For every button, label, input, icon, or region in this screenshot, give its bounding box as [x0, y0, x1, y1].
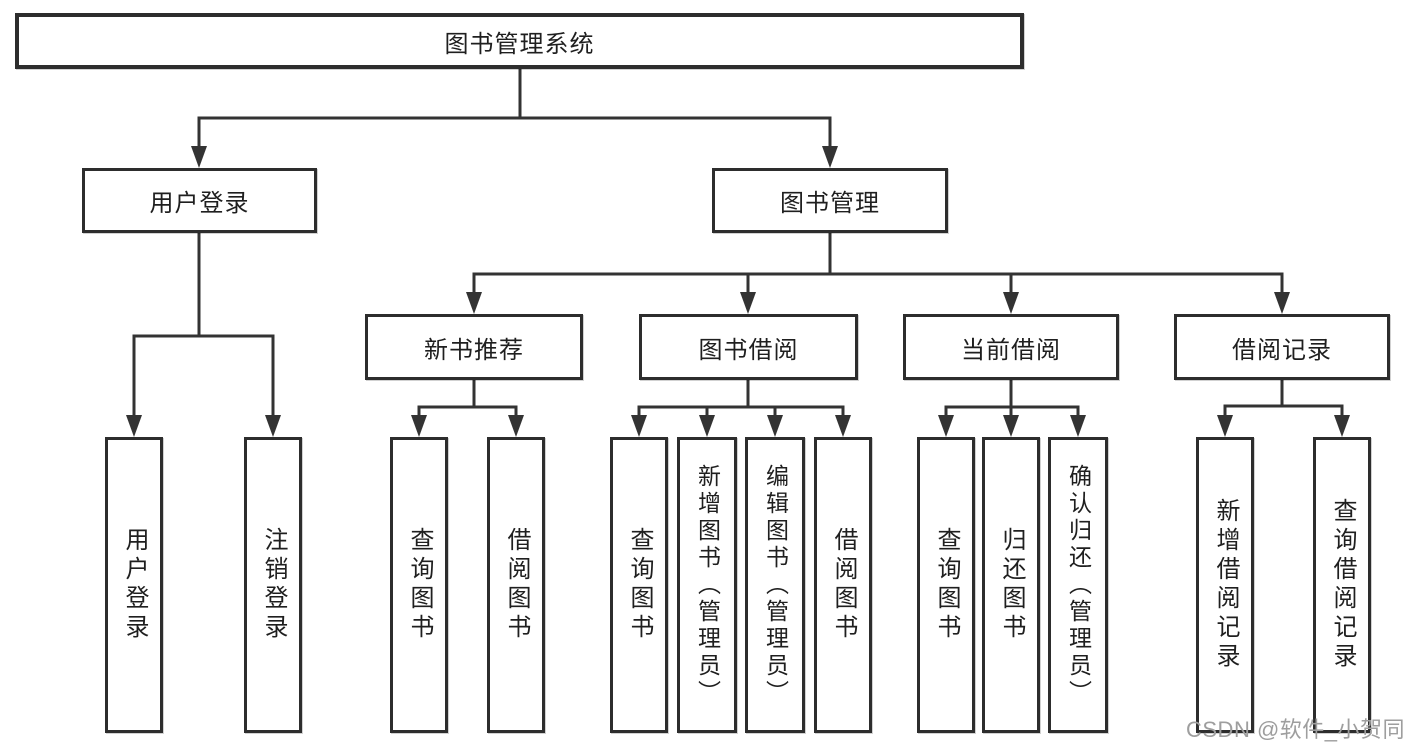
node-user-login: 用户登录: [82, 168, 317, 233]
leaf-bb-add-book-admin: 新增图书（管理员）: [677, 437, 737, 733]
leaf-br-add-record: 新增借阅记录: [1196, 437, 1254, 733]
leaf-label: 查询图书: [406, 527, 433, 643]
leaf-cb-query-books: 查询图书: [917, 437, 975, 733]
node-book-management: 图书管理: [712, 168, 948, 233]
connector-current-group: [938, 378, 1086, 437]
connector-borrowing-group: [631, 378, 851, 437]
leaf-label: 归还图书: [998, 527, 1025, 643]
leaf-label: 注销登录: [260, 527, 287, 643]
leaf-label: 借阅图书: [830, 527, 857, 643]
watermark: CSDN @软件_小贺同学: [1186, 717, 1405, 742]
connector-book-mgmt-to-level3: [466, 231, 1290, 314]
leaf-bb-edit-book-admin: 编辑图书（管理员）: [745, 437, 805, 733]
leaf-label: 编辑图书（管理员）: [762, 463, 789, 707]
connector-root-to-level2: [191, 67, 838, 168]
leaf-label: 查询借阅记录: [1329, 498, 1356, 672]
leaf-nb-query-books: 查询图书: [390, 437, 448, 733]
leaf-label: 新增借阅记录: [1212, 498, 1239, 672]
leaf-bb-query-books: 查询图书: [610, 437, 668, 733]
node-current-borrowing: 当前借阅: [903, 314, 1119, 380]
leaf-label: 借阅图书: [503, 527, 530, 643]
connector-user-login-group: [126, 231, 281, 437]
leaf-br-query-record: 查询借阅记录: [1313, 437, 1371, 733]
leaf-logout: 注销登录: [244, 437, 302, 733]
leaf-label: 新增图书（管理员）: [694, 463, 721, 707]
leaf-label: 用户登录: [121, 527, 148, 643]
leaf-label: 查询图书: [626, 527, 653, 643]
leaf-nb-borrow-books: 借阅图书: [487, 437, 545, 733]
connector-new-book-group: [411, 378, 524, 437]
connector-records-group: [1217, 378, 1350, 437]
leaf-bb-borrow-books: 借阅图书: [814, 437, 872, 733]
leaf-label: 查询图书: [933, 527, 960, 643]
node-new-book-recommend: 新书推荐: [365, 314, 583, 380]
node-book-borrowing: 图书借阅: [639, 314, 858, 380]
leaf-cb-confirm-return-admin: 确认归还（管理员）: [1048, 437, 1108, 733]
node-borrowing-records: 借阅记录: [1174, 314, 1390, 380]
leaf-cb-return-books: 归还图书: [982, 437, 1040, 733]
leaf-user-login: 用户登录: [105, 437, 163, 733]
leaf-label: 确认归还（管理员）: [1065, 463, 1092, 707]
node-root: 图书管理系统: [15, 13, 1024, 69]
